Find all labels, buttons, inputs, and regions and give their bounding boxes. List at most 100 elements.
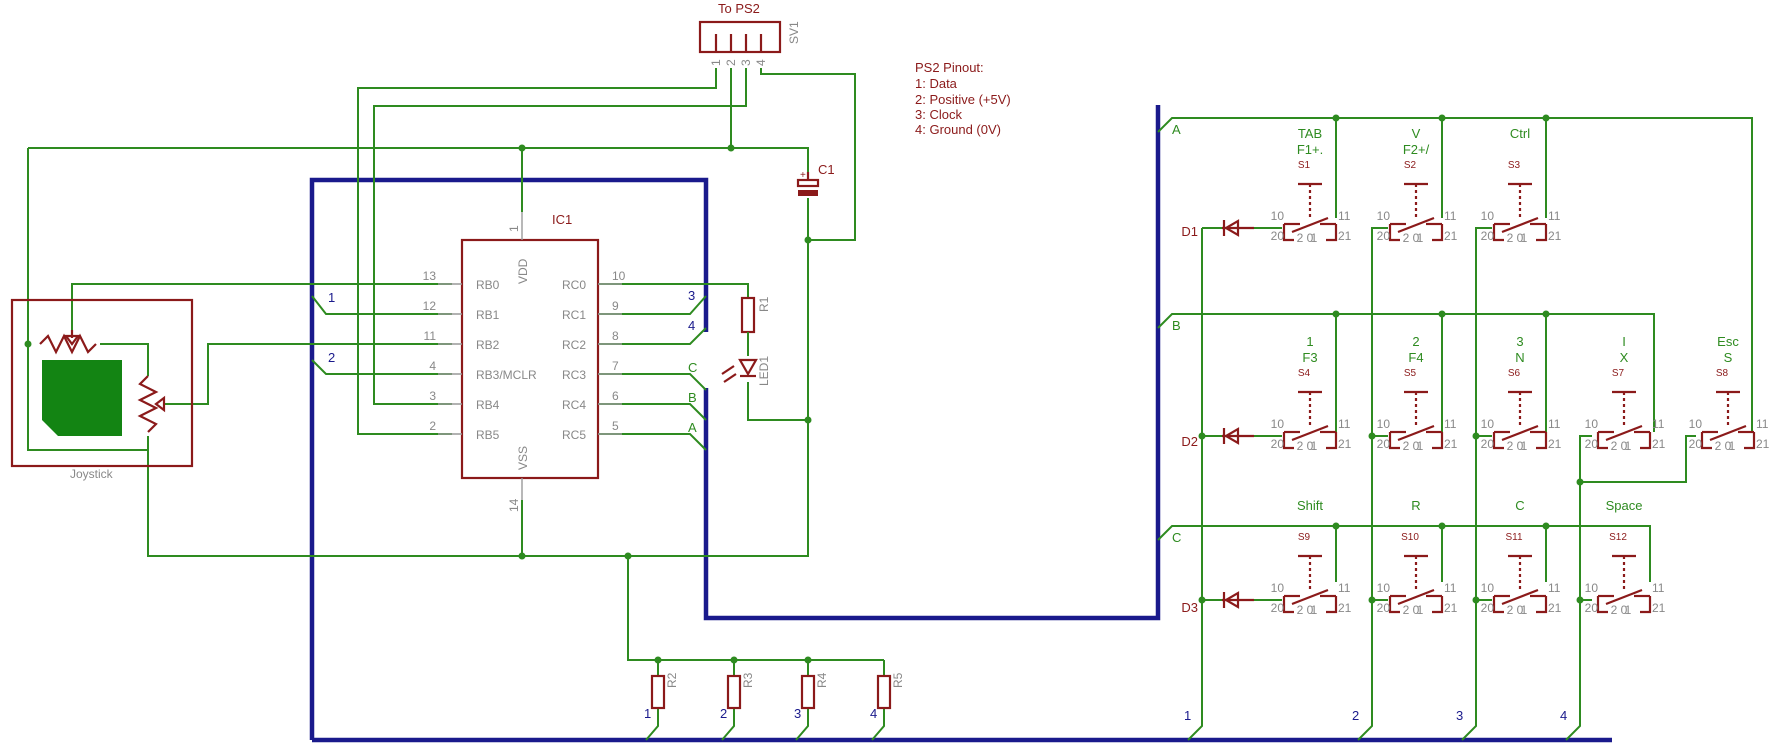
bus-label-ic-right-4: 4 bbox=[688, 318, 695, 333]
switch-s2-pin-mid-c: 1 bbox=[1417, 231, 1424, 245]
switch-s2-pin-10: 10 bbox=[1377, 209, 1391, 223]
col-2 bbox=[1357, 227, 1388, 741]
switch-s5-pin-20: 20 bbox=[1377, 437, 1391, 451]
switch-s2-term-left bbox=[1388, 224, 1400, 242]
ic1-lpname5: RB5 bbox=[476, 428, 500, 442]
switch-s11-ref: S11 bbox=[1505, 532, 1522, 543]
switch-s5-pin-mid-c: 1 bbox=[1417, 439, 1424, 453]
switch-s3-pin-20: 20 bbox=[1481, 229, 1495, 243]
jn-a3 bbox=[1542, 114, 1550, 122]
ic1-lpname2: RB2 bbox=[476, 338, 500, 352]
switch-s9-pin-21: 21 bbox=[1338, 601, 1352, 615]
ic1-lpname0: RB0 bbox=[476, 278, 500, 292]
switch-s12-label1: Space bbox=[1606, 498, 1643, 513]
led1-triangle bbox=[738, 358, 758, 377]
switch-s4-pin-20: 20 bbox=[1271, 437, 1285, 451]
bus-left-frame bbox=[309, 177, 709, 740]
switch-s11-label1: C bbox=[1515, 498, 1524, 513]
row-c bbox=[1157, 525, 1651, 582]
col-label-2: 2 bbox=[1352, 708, 1359, 723]
switch-s12-ref: S12 bbox=[1609, 532, 1627, 543]
col-1 bbox=[1187, 228, 1203, 741]
wire-r3-bus bbox=[721, 708, 735, 741]
wire-gnd-to-pulldowns bbox=[627, 556, 884, 661]
switch-s9-pin-mid-a: 2 bbox=[1297, 603, 1304, 617]
switch-s12-pin-10: 10 bbox=[1585, 581, 1599, 595]
jn-col1-d2 bbox=[1198, 432, 1206, 440]
left-wiring bbox=[27, 68, 885, 741]
bus-label-ic-right-c: C bbox=[688, 360, 697, 375]
switch-s10-pin-10: 10 bbox=[1377, 581, 1391, 595]
c1-plus: + bbox=[800, 170, 806, 181]
switch-s4-pin-mid-a: 2 bbox=[1297, 439, 1304, 453]
junction-r3 bbox=[730, 656, 738, 664]
pinout-line-1: 1: Data bbox=[915, 76, 958, 91]
r4-body bbox=[800, 674, 816, 710]
switch-s6-pin-mid-b: 0 bbox=[1517, 439, 1524, 453]
switch-s7-pin-10: 10 bbox=[1585, 417, 1599, 431]
switch-s5-term-left bbox=[1388, 432, 1400, 450]
r4-ref: R4 bbox=[815, 672, 829, 688]
switch-s4-label1: 1 bbox=[1306, 334, 1313, 349]
junction-r2 bbox=[654, 656, 662, 664]
row-a bbox=[1157, 117, 1753, 432]
connector-body bbox=[698, 20, 782, 54]
switch-s5-contact bbox=[1397, 424, 1435, 442]
ic1-body bbox=[460, 238, 600, 480]
wire-rc4 bbox=[598, 403, 707, 421]
switch-s12-pin-mid-a: 2 bbox=[1611, 603, 1618, 617]
ic1-ref: IC1 bbox=[552, 212, 572, 227]
ic1-lpnum1: 12 bbox=[423, 299, 437, 313]
r2-ref: R2 bbox=[665, 672, 679, 688]
jn-b3 bbox=[1542, 310, 1550, 318]
switch-s6-contact bbox=[1501, 424, 1539, 442]
jn-col1-d3 bbox=[1198, 596, 1206, 604]
bus-label-bottom-2: 2 bbox=[720, 706, 727, 721]
col-label-1: 1 bbox=[1184, 708, 1191, 723]
wire-ps2-gnd bbox=[760, 68, 856, 241]
switch-s5-ref: S5 bbox=[1404, 368, 1417, 379]
switch-s11-pin-10: 10 bbox=[1481, 581, 1495, 595]
wire-r2-bus bbox=[645, 708, 659, 741]
pinout-line-2: 2: Positive (+5V) bbox=[915, 92, 1011, 107]
r5-ref: R5 bbox=[891, 672, 905, 688]
ic1-lpnum2: 11 bbox=[424, 329, 437, 343]
switch-s5-term-right bbox=[1432, 432, 1444, 450]
wire-r4-bus bbox=[795, 708, 809, 741]
r5-body bbox=[876, 674, 892, 710]
diode-d2: D2 bbox=[1181, 427, 1254, 449]
switch-s2-pin-21: 21 bbox=[1444, 229, 1458, 243]
ic1-lpnum4: 3 bbox=[429, 389, 436, 403]
ic1: IC1 1 14 VDD VSS 13 12 11 4 3 2 RB0 RB1 … bbox=[423, 212, 626, 512]
ic1-rpnum5: 5 bbox=[612, 419, 619, 433]
ic1-rpname4: RC4 bbox=[562, 398, 586, 412]
switch-s11-contact bbox=[1501, 588, 1539, 606]
switch-s1-pin-10: 10 bbox=[1271, 209, 1285, 223]
switch-s10-contact bbox=[1397, 588, 1435, 606]
switch-s7-label2: X bbox=[1620, 350, 1629, 365]
switch-s4-term-right bbox=[1326, 432, 1338, 450]
jn-b1 bbox=[1332, 310, 1340, 318]
jn-col4 bbox=[1576, 478, 1584, 486]
pulldown-resistors: R2 R3 R4 R5 1 2 3 4 bbox=[644, 672, 905, 721]
col-label-4: 4 bbox=[1560, 708, 1567, 723]
switch-s6-term-left bbox=[1492, 432, 1504, 450]
ic1-rpnum3: 7 bbox=[612, 359, 619, 373]
wire-ps2-data bbox=[357, 68, 717, 435]
switch-s3-pin-10: 10 bbox=[1481, 209, 1495, 223]
d2-ref: D2 bbox=[1181, 434, 1198, 449]
wire-rc0 bbox=[598, 283, 749, 298]
switch-s2-pin-20: 20 bbox=[1377, 229, 1391, 243]
jn-a2 bbox=[1438, 114, 1446, 122]
matrix-labels: A B C 1 2 3 4 bbox=[1172, 122, 1567, 723]
switch-s1-pin-11: 11 bbox=[1338, 209, 1351, 223]
connector-pin-2: 2 bbox=[724, 59, 738, 66]
switch-s2-pin-mid-b: 0 bbox=[1413, 231, 1420, 245]
switch-s9-pin-20: 20 bbox=[1271, 601, 1285, 615]
wire-rb0 bbox=[71, 283, 452, 330]
switch-s10-pin-mid-c: 1 bbox=[1417, 603, 1424, 617]
switch-s6-pin-mid-a: 2 bbox=[1507, 439, 1514, 453]
